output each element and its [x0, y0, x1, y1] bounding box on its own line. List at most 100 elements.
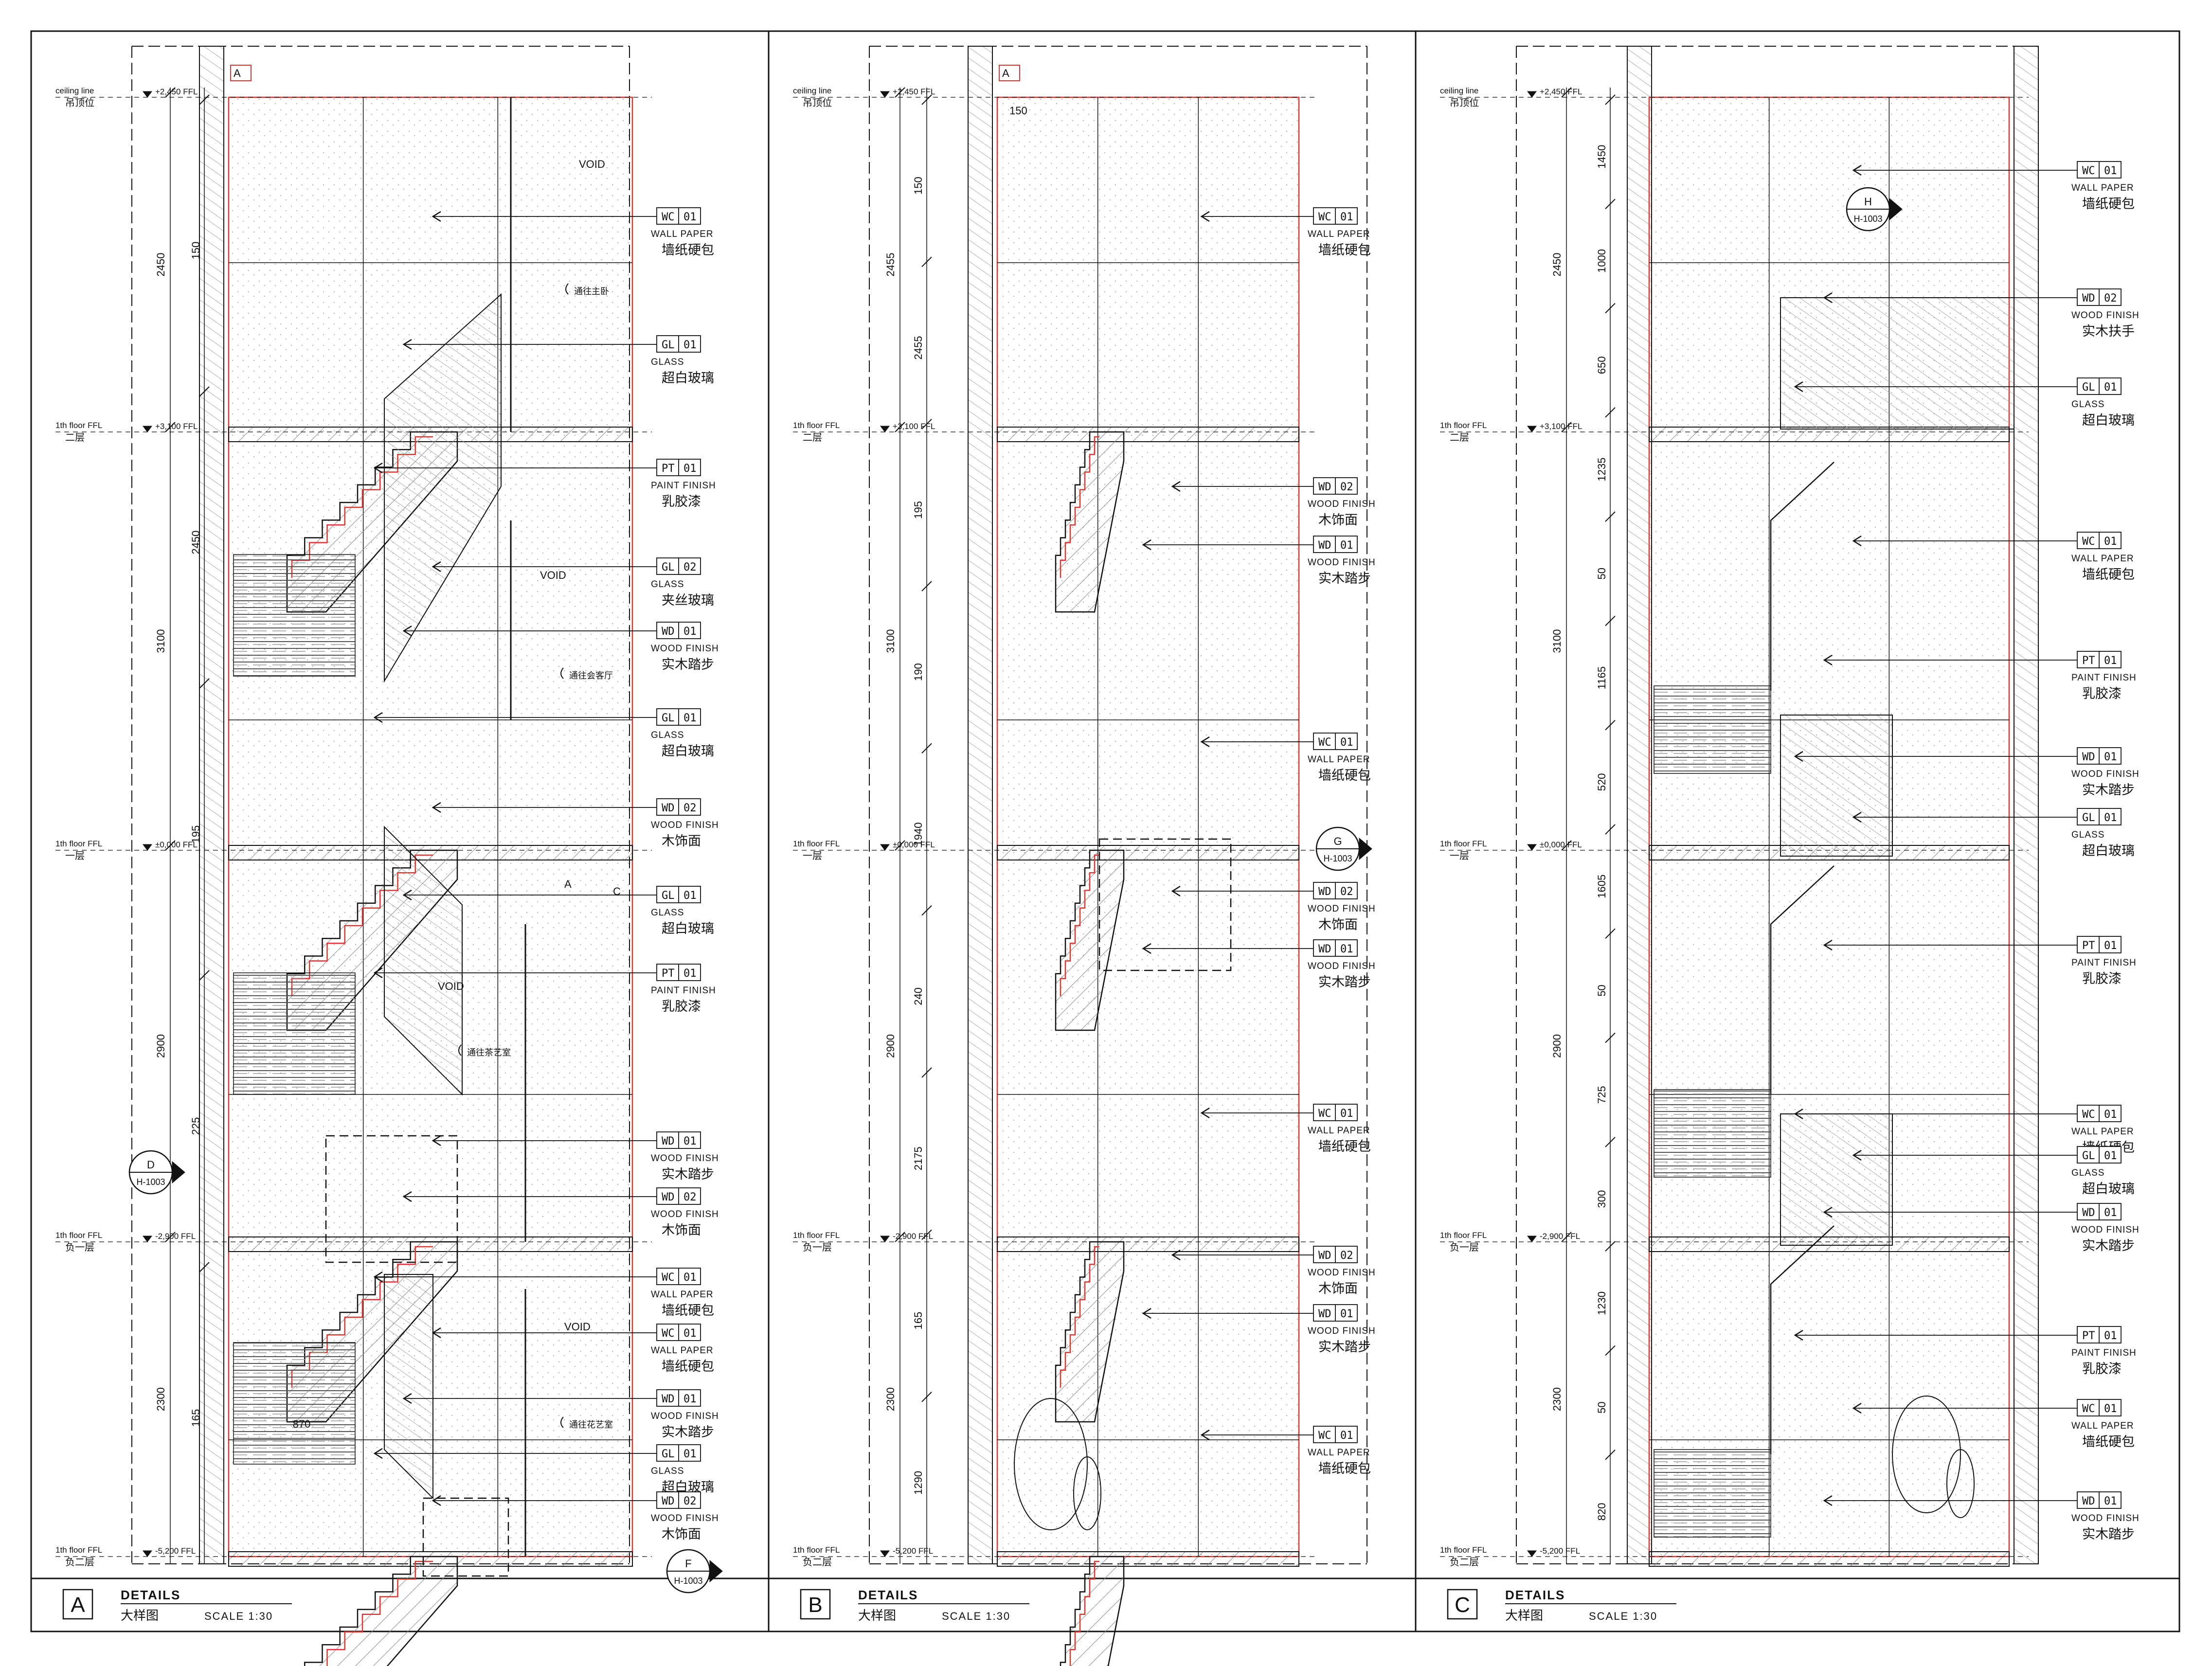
level-triangle-icon: [143, 844, 152, 851]
total-dimension: 2300: [1551, 1387, 1563, 1411]
sub-dimension: 150: [912, 177, 924, 195]
material-code: PT: [2082, 655, 2095, 667]
material-name-en: WOOD FINISH: [1308, 961, 1376, 971]
level-value: -5,200 FFL: [155, 1546, 196, 1556]
dimension-tick: [199, 386, 210, 397]
material-name-cn: 实木踏步: [2082, 1238, 2135, 1253]
material-code: GL: [662, 561, 675, 573]
material-name-cn: 墙纸硬包: [662, 1359, 714, 1374]
dimension-tick: [199, 94, 210, 105]
level-label-en: 1th floor FFL: [55, 839, 102, 848]
material-code: PT: [662, 967, 675, 980]
material-name-en: GLASS: [651, 730, 684, 740]
sub-dimension: 1940: [912, 823, 924, 846]
dimension-tick: [921, 256, 932, 268]
level-value: -5,200 FFL: [1540, 1546, 1580, 1556]
material-name-cn: 实木踏步: [662, 1425, 714, 1439]
level-label-en: 1th floor FFL: [793, 839, 840, 848]
material-number: 01: [683, 339, 697, 351]
material-name-cn: 超白玻璃: [662, 744, 714, 758]
material-code: WC: [2082, 1109, 2095, 1121]
dimension-tick: [921, 581, 932, 591]
arrow-icon: [1852, 1149, 1862, 1161]
arrow-icon: [373, 1271, 383, 1283]
material-number: 01: [683, 626, 697, 638]
material-number: 02: [683, 1495, 697, 1507]
material-name-cn: 超白玻璃: [662, 371, 714, 385]
curved-arrow-icon: [560, 667, 564, 679]
arrow-icon: [1852, 535, 1862, 547]
reference-marker: A: [1002, 67, 1009, 79]
material-number: 01: [1340, 1430, 1353, 1442]
material-name-en: WOOD FINISH: [1308, 499, 1376, 509]
glass-panel: [384, 1274, 433, 1500]
material-number: 01: [2104, 1495, 2117, 1507]
title-letter-box: [800, 1589, 831, 1620]
sub-dimension: 2450: [190, 531, 202, 555]
material-code: WD: [662, 802, 675, 814]
stair-flight: [1055, 431, 1125, 613]
material-name-en: GLASS: [2071, 1168, 2104, 1178]
level-value: ±0,000 FFL: [155, 840, 198, 849]
void-label: VOID: [438, 980, 464, 992]
curved-arrow-icon: [458, 1044, 462, 1056]
dimension-tick: [1605, 303, 1616, 314]
total-dimension: 2300: [155, 1387, 167, 1411]
material-number: 01: [683, 463, 697, 475]
material-name-cn: 超白玻璃: [2082, 413, 2135, 428]
sculpture-ornament: [1946, 1449, 1975, 1518]
section-mark-letter: H: [1864, 196, 1872, 208]
dimension-tick: [895, 422, 905, 432]
material-code: WC: [1318, 211, 1331, 223]
title-scale: SCALE 1:30: [942, 1610, 1010, 1622]
material-name-en: PAINT FINISH: [2071, 958, 2137, 968]
curved-arrow-icon: [560, 1416, 564, 1428]
material-code: WC: [1318, 1430, 1331, 1442]
level-label-cn: 负二层: [1450, 1557, 1479, 1568]
dimension-tick: [921, 1067, 932, 1078]
material-name-cn: 墙纸硬包: [2082, 1434, 2135, 1449]
sub-dimension: 50: [1596, 985, 1608, 996]
material-name-en: WALL PAPER: [1308, 754, 1370, 765]
level-value: +2,450 FFL: [155, 87, 198, 96]
sculpture-ornament: [1073, 1456, 1101, 1530]
tread-stack: [1654, 685, 1771, 774]
material-code: WD: [1318, 1250, 1331, 1262]
arrow-icon: [402, 1191, 412, 1202]
dimension-tick: [1561, 422, 1572, 432]
title-details: DETAILS: [121, 1588, 180, 1602]
arrow-icon: [432, 802, 441, 813]
floor-slab: [1649, 1551, 2010, 1567]
arrow-icon: [1171, 1249, 1181, 1261]
arrow-icon: [1200, 1107, 1210, 1119]
title-details: DETAILS: [858, 1588, 918, 1602]
level-value: ±0,000 FFL: [1540, 840, 1582, 849]
sub-dimension: 650: [1596, 356, 1608, 374]
material-code: WD: [1318, 1308, 1331, 1320]
stair-flight: [1060, 1556, 1125, 1666]
material-code: WC: [662, 1327, 675, 1340]
level-triangle-icon: [143, 1236, 152, 1242]
material-code: WD: [662, 1495, 675, 1507]
level-label-cn: 二层: [65, 432, 85, 443]
dimension-tick: [1605, 407, 1616, 418]
material-name-cn: 木饰面: [1318, 917, 1358, 932]
total-dimension: 3100: [884, 629, 897, 653]
level-label-cn: 负一层: [1450, 1242, 1479, 1253]
dimension-tick: [1605, 1450, 1616, 1460]
level-triangle-icon: [1527, 91, 1537, 98]
material-name-en: WOOD FINISH: [651, 644, 719, 654]
stair-flight: [304, 1556, 458, 1666]
arrow-icon: [1823, 1495, 1833, 1506]
sub-dimension: 195: [912, 501, 924, 519]
direction-note: 通往会客厅: [569, 671, 613, 681]
title-subtitle: 大样图: [1505, 1608, 1543, 1623]
dimension-tick: [1605, 1032, 1616, 1043]
material-number: 02: [1340, 1250, 1353, 1262]
material-name-en: WOOD FINISH: [1308, 557, 1376, 568]
level-label-cn: 负一层: [65, 1242, 94, 1253]
title-subtitle: 大样图: [121, 1608, 159, 1623]
material-number: 01: [683, 1327, 697, 1340]
level-label-cn: 二层: [803, 432, 822, 443]
